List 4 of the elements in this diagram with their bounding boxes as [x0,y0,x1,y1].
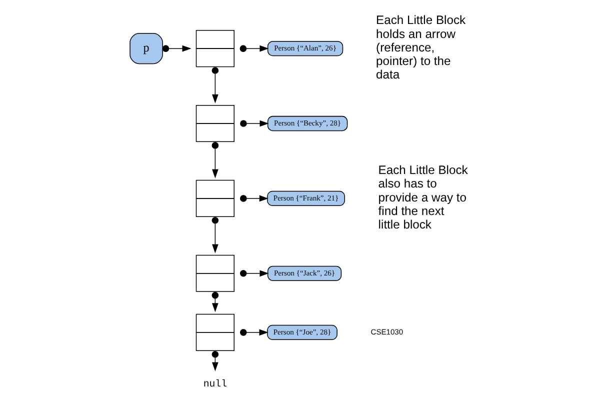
node-text: null [203,378,227,390]
label: CSE1030 [370,327,404,336]
label: Each Little Block also has to provide a way to find the next little block [378,163,468,232]
label: Each Little Block holds an arrow (reference, pointer) to the data [376,13,466,82]
